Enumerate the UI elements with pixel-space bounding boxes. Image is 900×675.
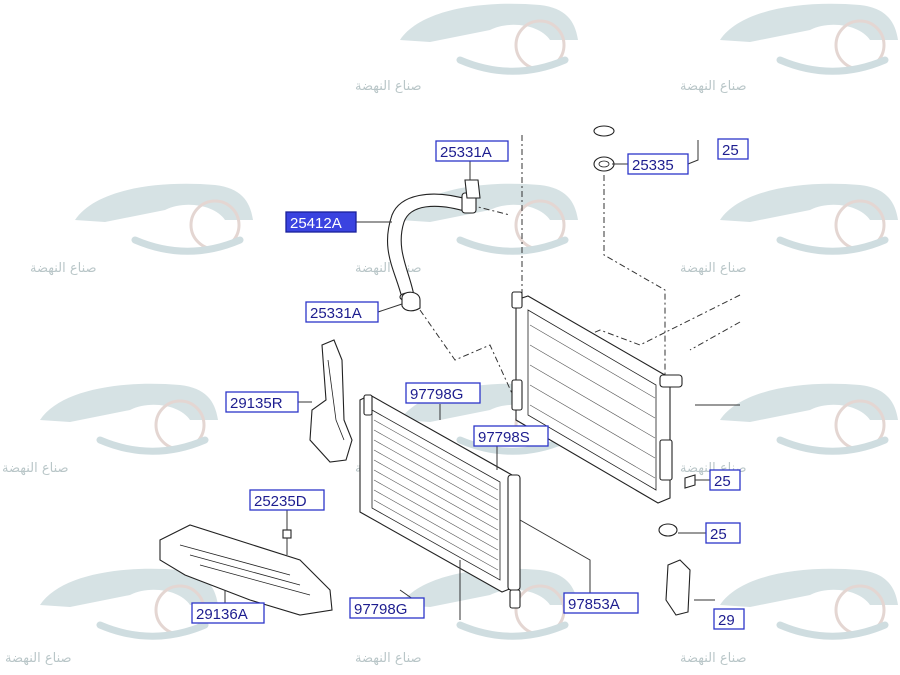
air-deflector-lower [159,524,333,616]
condenser-fins [373,419,499,571]
watermark-text: صناع النهضة [5,651,72,666]
condenser [359,394,521,609]
callout-label: 25331A [310,305,362,322]
hose-clamp [464,179,481,199]
radiator-cap [593,125,615,172]
callout-25412A[interactable]: 25412A [285,211,357,233]
callout-25-right1[interactable]: 25 [709,469,741,491]
callout-label: 25 [714,473,731,490]
callout-97853A[interactable]: 97853A [563,592,639,614]
watermark-logo [400,3,578,75]
watermark-text: صناع النهضة [355,261,422,276]
watermark-text: صناع النهضة [30,261,97,276]
callout-25235D[interactable]: 25235D [249,489,325,511]
watermark-logo [400,183,578,255]
callout-97798G-top[interactable]: 97798G [405,382,481,404]
callout-29135R[interactable]: 29135R [225,391,299,413]
callout-25331A-top[interactable]: 25331A [435,140,509,162]
callout-label: 29 [718,612,735,629]
leader-lines [224,140,740,620]
callout-label: 29136A [196,606,248,623]
callout-label: 97853A [568,596,620,613]
callout-label: 25412A [290,215,342,232]
watermark-logo [40,568,218,640]
watermark-text: صناع النهضة [680,261,747,276]
callout-label: 29135R [230,395,283,412]
callout-97798G-bot[interactable]: 97798G [349,597,425,619]
callout-29-right[interactable]: 29 [713,608,745,630]
watermark-logo [720,383,898,455]
callout-25335[interactable]: 25335 [627,153,689,175]
callout-label: 25 [710,526,727,543]
callout-25-right2[interactable]: 25 [705,522,741,544]
watermark-logo [40,383,218,455]
watermark-text: صناع النهضة [355,79,422,94]
watermark-text: صناع النهضة [2,461,69,476]
callout-label: 25335 [632,157,674,174]
air-guard-right [309,339,353,463]
callout-label: 97798G [410,386,463,403]
callout-29136A[interactable]: 29136A [191,602,265,624]
hose-clamp [401,291,421,312]
watermark-logo [720,568,898,640]
air-guard-lower-right [665,559,691,616]
callout-97798S[interactable]: 97798S [473,425,549,447]
watermark-text: صناع النهضة [680,651,747,666]
watermark-text: صناع النهضة [680,79,747,94]
callout-label: 25235D [254,493,307,510]
callout-25331A-mid[interactable]: 25331A [305,301,379,323]
radiator [511,291,696,537]
watermark-logo [720,3,898,75]
watermark-logo [720,183,898,255]
right-edge-crop [741,120,900,630]
watermark-text: صناع النهضة [355,651,422,666]
callout-label: 97798G [354,601,407,618]
callout-25-top[interactable]: 25 [717,138,749,160]
callout-label: 25 [722,142,739,159]
bolt [282,529,292,555]
callout-label: 25331A [440,144,492,161]
callout-label: 97798S [478,429,530,446]
radiator-fins [529,324,656,479]
watermark-logo [75,183,253,255]
